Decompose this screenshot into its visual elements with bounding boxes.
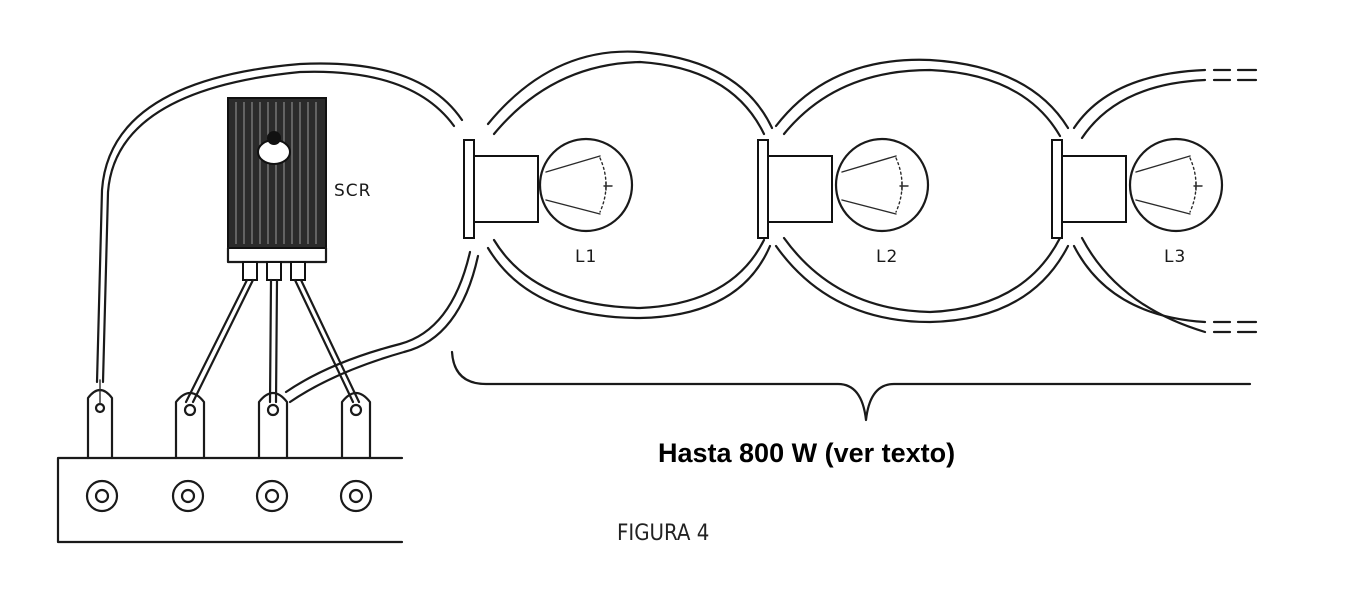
lamp-label: L2 (876, 247, 898, 267)
power-note: Hasta 800 W (ver texto) (658, 438, 955, 468)
lamp-label: L3 (1164, 247, 1186, 267)
terminal-lug-4 (340, 391, 372, 460)
lamp-3: L3 (1051, 137, 1224, 267)
lamp-1: L1 (463, 137, 634, 267)
screw-icon (255, 479, 289, 513)
range-brace (450, 350, 1252, 422)
terminal-lug-3 (257, 391, 289, 460)
scr-component: SCR (184, 97, 371, 404)
screw-icon (171, 479, 205, 513)
screw-icon (85, 479, 119, 513)
terminal-strip (56, 388, 404, 544)
figure-caption: FIGURA 4 (617, 521, 709, 546)
lamp-2: L2 (757, 137, 930, 267)
wires (95, 50, 1258, 405)
scr-label: SCR (334, 181, 371, 201)
terminal-lug-2 (174, 391, 206, 460)
screw-icon (339, 479, 373, 513)
lamp-label: L1 (575, 247, 597, 267)
